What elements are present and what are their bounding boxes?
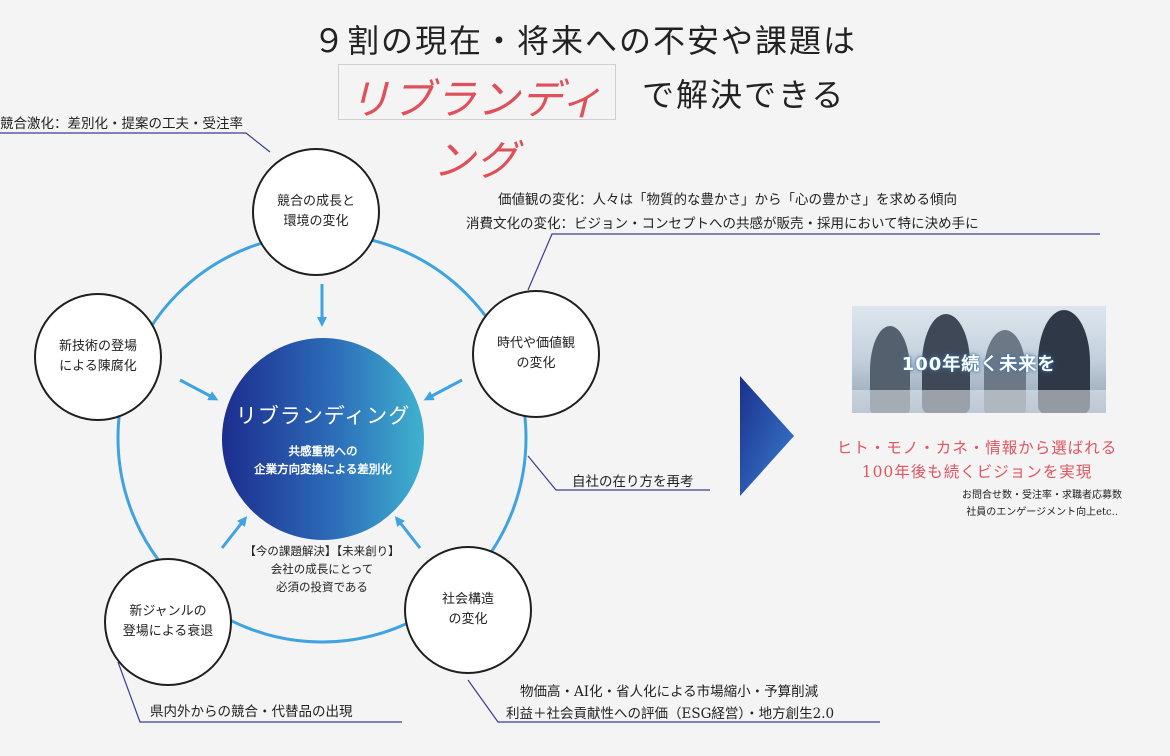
annotation-self: 自社の在り方を再考 [572,474,694,490]
node-tech-label: 新技術の登場 による陳腐化 [58,339,137,374]
arrow-from-values [423,378,463,401]
node-genre-label: 新ジャンルの 登場による衰退 [122,604,214,639]
headline-line2: で解決できる [642,76,846,114]
node-values: 時代や価値観 の変化 [472,290,600,418]
leader-values [527,233,1100,291]
annotation-social-2: 利益＋社会貢献性への評価（ESG経営）・地方創生2.0 [506,706,835,722]
annotation-investment: 【今の課題解決】【未来創り】 会社の成長にとって 必須の投資である [244,544,400,594]
node-new-genre: 新ジャンルの 登場による衰退 [104,558,232,686]
leader-social [467,679,880,723]
center-rebranding: リブランディング 共感重視への 企業方向変換による差別化 [222,338,424,540]
result-small-1: お問合せ数・受注率・求職者応募数 [962,490,1122,501]
annotation-values-1: 価値観の変化：人々は「物質的な豊かさ」から「心の豊かさ」を求める傾向 [498,192,957,208]
annotation-social-1: 物価高・AI化・省人化による市場縮小・予算削減 [520,684,819,700]
arrow-from-genre [220,516,248,549]
leader-regional [117,661,402,723]
annotation-competition: 競合激化：差別化・提案の工夫・受注率 [0,116,243,132]
result-line1: ヒト・モノ・カネ・情報から選ばれる [836,439,1118,457]
leader-competition [0,132,271,153]
big-arrow [740,376,794,496]
node-values-label: 時代や価値観 の変化 [496,336,575,371]
headline-accent: リブランディング [348,75,604,185]
arrow-from-tech [179,378,219,401]
result-small-2: 社員のエンゲージメント向上etc.. [966,507,1118,518]
arrow-from-social [394,516,422,549]
headline-accent-box [338,64,616,120]
result-photo-caption: 100年続く未来を [901,354,1057,375]
node-social-label: 社会構造 の変化 [441,592,494,627]
result-line2: 100年後も続くビジョンを実現 [861,463,1093,481]
annotation-regional: 県内外からの競合・代替品の出現 [150,704,353,720]
result-photo: 100年続く未来を [852,306,1106,413]
node-competition-label: 競合の成長と 環境の変化 [276,194,355,229]
node-new-tech: 新技術の登場 による陳腐化 [34,293,162,421]
center-subtitle: 共感重視への 企業方向変換による差別化 [254,444,392,476]
headline-line1: ９割の現在・将来への不安や課題は [312,22,857,60]
node-social-structure: 社会構造 の変化 [404,546,532,674]
annotation-values-2: 消費文化の変化：ビジョン・コンセプトへの共感が販売・採用において特に決め手に [466,216,979,232]
center-title: リブランディング [235,404,411,428]
node-competition: 競合の成長と 環境の変化 [252,148,380,276]
leader-self [527,455,710,491]
